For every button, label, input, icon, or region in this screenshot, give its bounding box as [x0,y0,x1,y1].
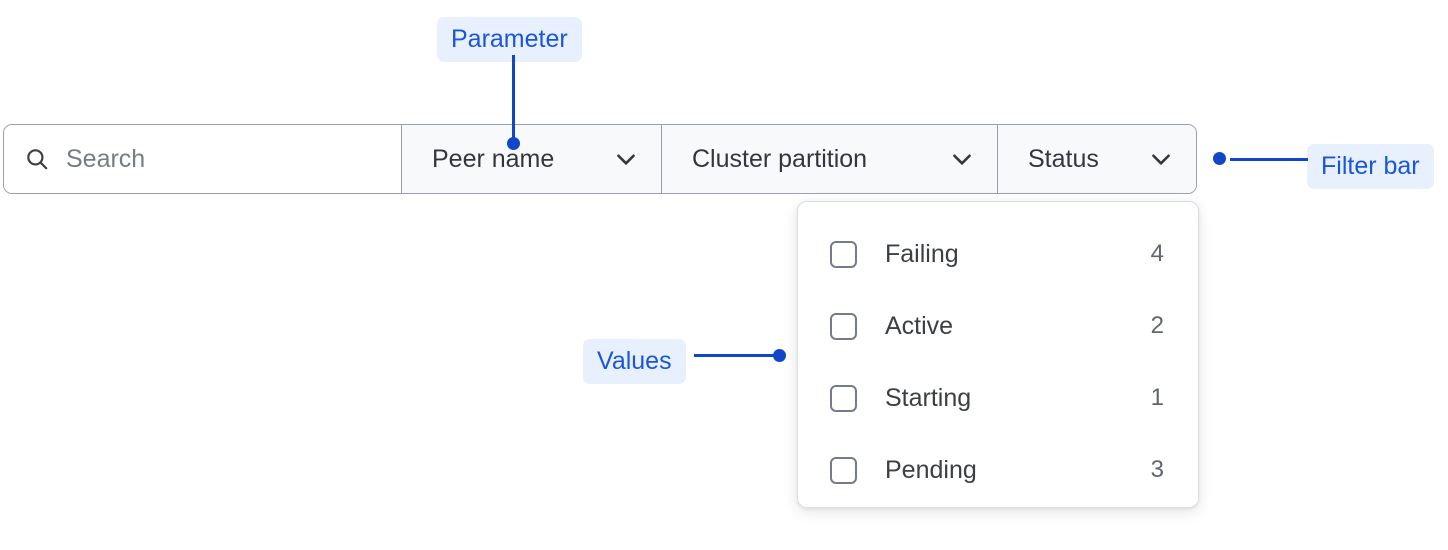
search-icon [24,146,50,172]
filter-dropdown-status-label: Status [1028,144,1099,173]
list-item[interactable]: Failing 4 [830,218,1164,290]
filter-dropdown-cluster-partition[interactable]: Cluster partition [662,125,998,193]
filter-dropdown-cluster-partition-label: Cluster partition [692,144,868,173]
chevron-down-icon [1148,146,1174,172]
list-item-label: Starting [885,383,972,412]
checkbox-icon[interactable] [830,240,857,268]
list-item-count: 2 [1150,312,1164,339]
list-item-label: Active [885,311,954,340]
search-field[interactable] [4,125,402,193]
annotation-label-filter-bar: Filter bar [1307,144,1434,189]
annotation-anchor-dot-parameter [507,137,520,150]
list-item-label: Failing [885,239,959,268]
list-item-label: Pending [885,455,977,484]
checkbox-icon[interactable] [830,312,857,340]
list-item[interactable]: Pending 3 [830,434,1164,506]
annotation-leader-line-parameter [512,55,515,143]
checkbox-icon[interactable] [830,384,857,412]
annotation-label-values: Values [583,339,686,384]
annotation-anchor-dot-values [773,349,786,362]
list-item[interactable]: Active 2 [830,290,1164,362]
search-input[interactable] [66,142,401,176]
filter-dropdown-peer-name-label: Peer name [432,144,555,173]
status-values-dropdown-panel: Failing 4 Active 2 Starting 1 Pending 3 [797,201,1199,508]
checkbox-icon[interactable] [830,456,857,484]
annotation-leader-line-filter-bar [1230,158,1308,161]
list-item[interactable]: Starting 1 [830,362,1164,434]
annotation-label-parameter: Parameter [437,17,582,62]
annotation-anchor-dot-filter-bar [1213,152,1226,165]
list-item-count: 3 [1150,456,1164,483]
annotation-leader-line-values [694,354,776,357]
chevron-down-icon [613,146,639,172]
chevron-down-icon [949,146,975,172]
list-item-count: 4 [1150,240,1164,267]
filter-dropdown-status[interactable]: Status [998,125,1196,193]
filter-bar: Peer name Cluster partition Status [3,124,1197,194]
list-item-count: 1 [1150,384,1164,411]
filter-dropdown-peer-name[interactable]: Peer name [402,125,662,193]
